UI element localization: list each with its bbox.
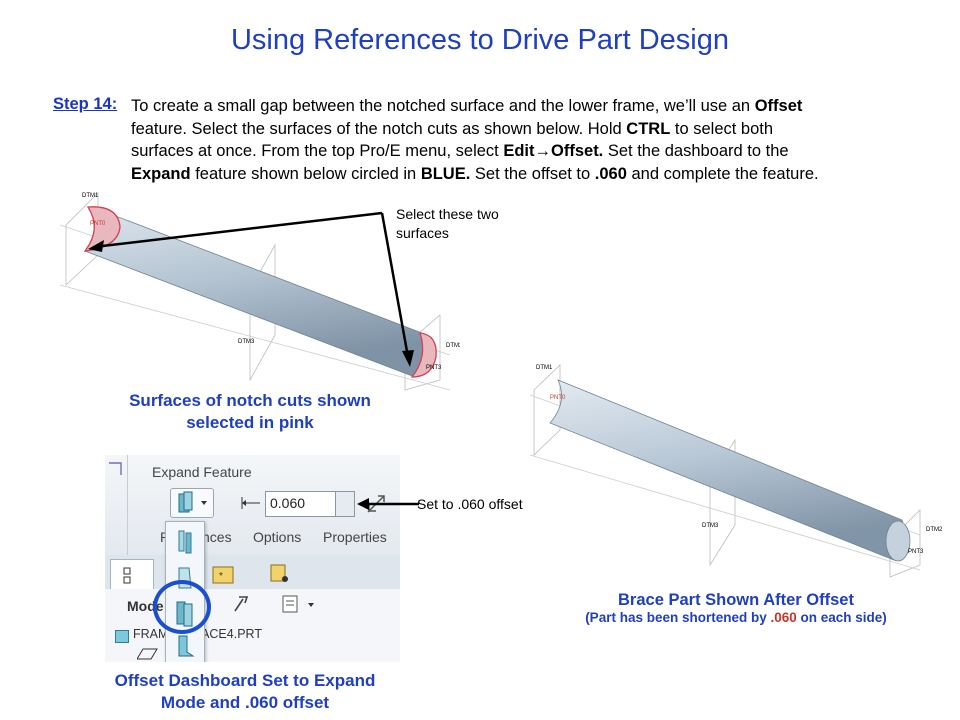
dimension-icon xyxy=(241,497,260,509)
replace-offset-icon[interactable] xyxy=(171,632,199,660)
standard-offset-icon[interactable] xyxy=(171,528,199,556)
datum-plane-dtm3 xyxy=(249,243,276,382)
datum-label: DTM1 xyxy=(536,365,553,371)
select-surfaces-callout: Select these two surfaces xyxy=(396,205,499,243)
datum-label: DTM2 xyxy=(926,527,943,533)
caption-line: selected in pink xyxy=(186,413,314,432)
brace-caption-title: Brace Part Shown After Offset xyxy=(618,591,854,609)
datum-label: DTM3 xyxy=(702,523,719,529)
dashboard-caption: Offset Dashboard Set to Expand Mode and … xyxy=(80,670,410,714)
datum-label: PNT0 xyxy=(550,395,566,401)
notch-surface-left xyxy=(83,206,121,252)
step-label: Step 14: xyxy=(53,95,118,113)
offset-callout-arrow xyxy=(357,498,419,510)
part-icon xyxy=(115,630,129,643)
datum-label: PNT3 xyxy=(908,549,924,555)
tab-properties[interactable]: Properties xyxy=(323,529,387,545)
datum-label: PNT3 xyxy=(426,365,442,371)
brace-caption-sub: (Part has been shortened by .060 on each… xyxy=(585,610,887,625)
corner-icon xyxy=(109,462,122,475)
offset-dashboard-screenshot: Expand Feature 0.060 References Options … xyxy=(105,455,400,662)
expand-highlight-circle xyxy=(153,580,211,634)
notch-caption: Surfaces of notch cuts shown selected in… xyxy=(100,390,400,434)
brace-after-offset-figure: DTM1 PNT0 DTM3 DTM2 PNT3 xyxy=(529,364,943,578)
caption-line: Offset Dashboard Set to Expand xyxy=(114,671,376,690)
folder-icon[interactable]: * xyxy=(209,561,239,587)
tab-options[interactable]: Options xyxy=(253,529,302,545)
page-title: Using References to Drive Part Design xyxy=(230,24,730,56)
favorites-icon[interactable] xyxy=(265,561,295,587)
step-line-2: feature. Select the surfaces of the notc… xyxy=(131,119,774,138)
svg-text:*: * xyxy=(219,571,223,582)
offset-callout: Set to .060 offset xyxy=(417,496,523,512)
notched-part-figure: DTM1 PNT0 DTM3 DTM2 PNT3 xyxy=(60,192,460,391)
datum-label: DTM3 xyxy=(238,339,255,345)
callout-text: Select these two xyxy=(396,206,499,222)
caption-line: Surfaces of notch cuts shown xyxy=(129,391,371,410)
feature-type-dropdown[interactable] xyxy=(170,488,214,518)
datum-plane-dtm2 xyxy=(404,314,441,391)
datum-label: PNT0 xyxy=(90,221,106,227)
step-instructions: To create a small gap between the notche… xyxy=(131,95,931,185)
datum-label: DTM1 xyxy=(82,193,99,199)
notch-surface-right xyxy=(410,332,437,378)
step-line-1: To create a small gap between the notche… xyxy=(131,97,803,115)
caption-line: Mode and .060 offset xyxy=(160,693,330,712)
brace-tube xyxy=(84,206,427,378)
offset-value-input[interactable]: 0.060 xyxy=(265,491,355,517)
settings-icon[interactable] xyxy=(230,591,256,617)
step-line-3: surfaces at once. From the top Pro/E men… xyxy=(131,142,789,160)
datum-plane-icon xyxy=(137,648,158,660)
feature-label: Expand Feature xyxy=(152,464,252,480)
leader-line-right xyxy=(380,212,410,358)
leader-line-left xyxy=(93,211,383,249)
callout-text: surfaces xyxy=(396,225,449,241)
step-line-4: Expand feature shown below circled in BL… xyxy=(131,164,819,183)
tab-model-tree[interactable] xyxy=(110,559,154,591)
brace-tube-offset xyxy=(549,379,906,561)
show-menu-icon[interactable] xyxy=(280,593,320,615)
datum-label: DTM2 xyxy=(446,343,460,349)
